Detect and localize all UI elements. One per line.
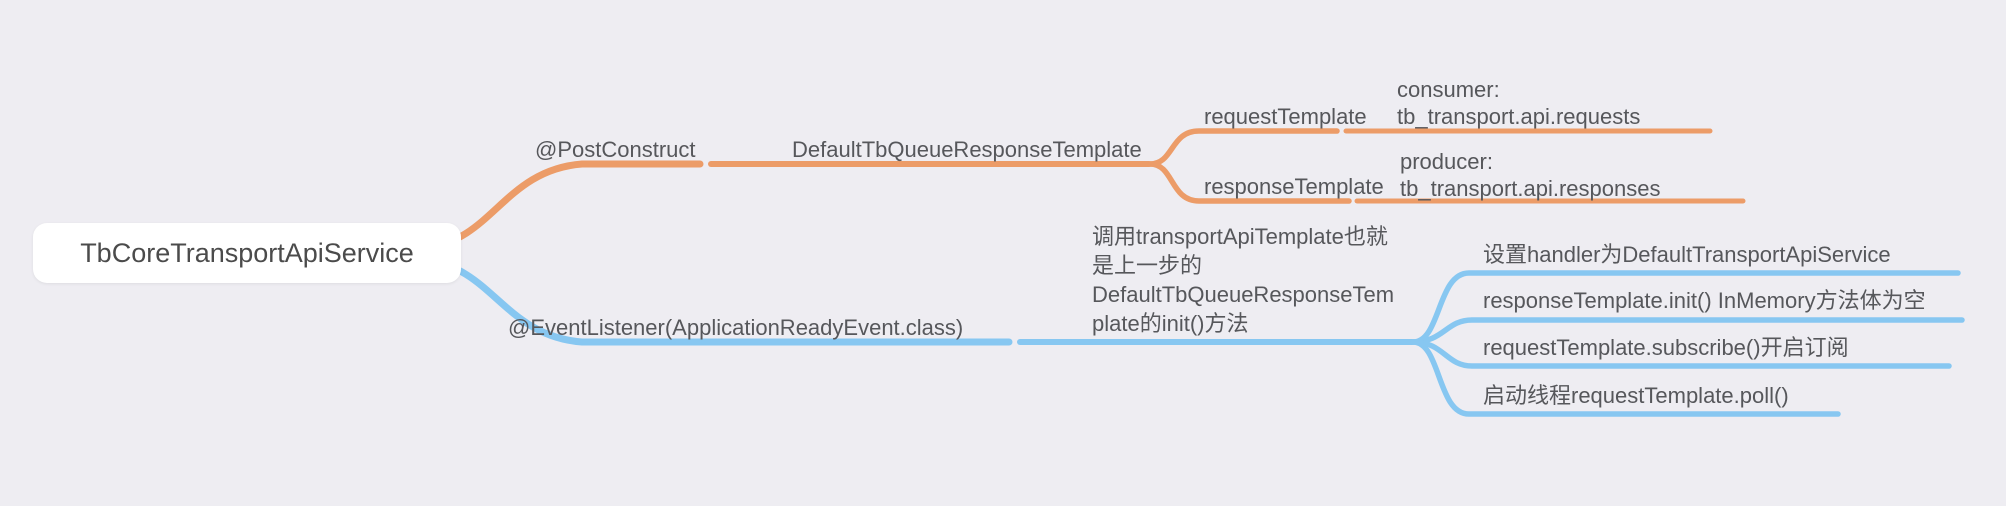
node-consumer-topic[interactable]: consumer: tb_transport.api.requests	[1397, 77, 1641, 129]
node-responsetemplate-init[interactable]: responseTemplate.init() InMemory方法体为空	[1483, 288, 1926, 313]
node-eventlistener[interactable]: @EventListener(ApplicationReadyEvent.cla…	[508, 315, 964, 340]
branch-line-postconstruct	[424, 160, 704, 251]
node-requesttemplate[interactable]: requestTemplate	[1204, 104, 1367, 129]
node-init-note[interactable]: 调用transportApiTemplate也就 是上一步的 DefaultTb…	[1092, 224, 1395, 336]
node-producer-topic[interactable]: producer: tb_transport.api.responses	[1400, 149, 1661, 201]
branch-line-responsetemplate	[1147, 161, 1352, 204]
root-node-label: TbCoreTransportApiService	[80, 237, 414, 268]
branch-line-requesttemplate	[1147, 128, 1340, 167]
node-set-handler[interactable]: 设置handler为DefaultTransportApiService	[1483, 242, 1891, 267]
node-requesttemplate-subscribe[interactable]: requestTemplate.subscribe()开启订阅	[1483, 335, 1849, 360]
node-postconstruct[interactable]: @PostConstruct	[535, 137, 696, 162]
node-responsetemplate[interactable]: responseTemplate	[1204, 174, 1384, 199]
branch-line-leaf-poll	[1410, 339, 1841, 417]
root-node[interactable]: TbCoreTransportApiService	[33, 223, 461, 283]
node-requesttemplate-poll[interactable]: 启动线程requestTemplate.poll()	[1483, 383, 1789, 408]
node-defaulttbqueueresponsetemplate[interactable]: DefaultTbQueueResponseTemplate	[792, 137, 1142, 162]
